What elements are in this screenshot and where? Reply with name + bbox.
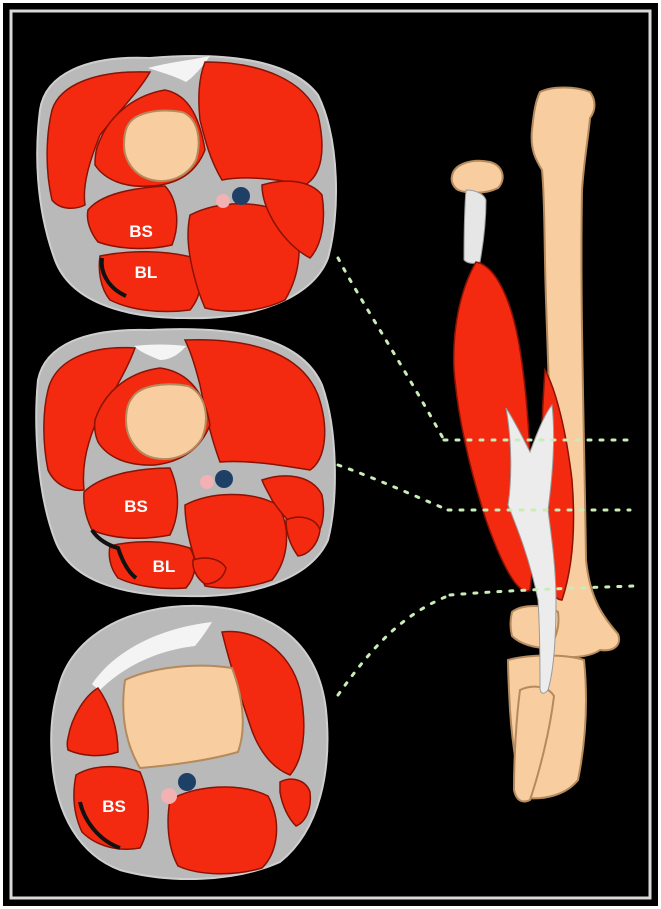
muscle — [168, 787, 276, 874]
cross-section-upper: BS BL — [37, 56, 336, 318]
section-label: BL — [153, 557, 176, 576]
cross-section-lower: BS — [51, 606, 327, 879]
tibia-bone-section — [124, 111, 199, 182]
fibula-head — [452, 161, 503, 193]
artery — [161, 788, 177, 804]
tibia-bone-section — [123, 666, 243, 768]
section-label: BL — [135, 263, 158, 282]
section-label: BS — [102, 797, 126, 816]
tibia-bone-section — [126, 384, 206, 459]
section-label: BS — [129, 222, 153, 241]
section-label: BS — [124, 497, 148, 516]
artery — [200, 475, 214, 489]
vein — [232, 187, 250, 205]
artery — [216, 194, 230, 208]
vein — [178, 773, 196, 791]
cross-section-middle: BS BL — [36, 329, 335, 596]
vein — [215, 470, 233, 488]
